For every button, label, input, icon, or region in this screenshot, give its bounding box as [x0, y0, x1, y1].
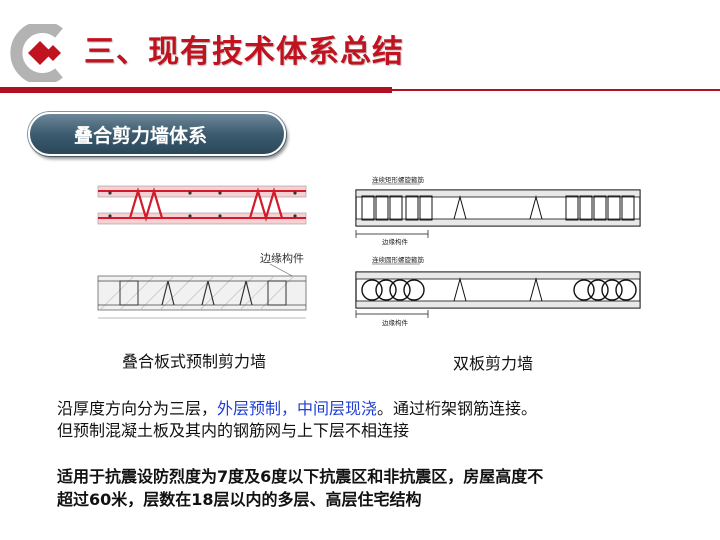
caption-right: 双板剪力墙 [453, 354, 534, 373]
title-rule-thin [392, 89, 720, 91]
bottom-dim-label: 边缘构件 [382, 318, 409, 327]
body-line-4: 超过60米，层数在18层以内的多层、高层住宅结构 [57, 490, 422, 509]
company-logo-icon [10, 24, 63, 82]
edge-member-annotation: 边缘构件 [260, 251, 304, 265]
title-rule-thick [0, 87, 392, 93]
top-dim-label: 边缘构件 [382, 237, 409, 246]
body-line-3: 适用于抗震设防烈度为7度及6度以下抗震区和非抗震区，房屋高度不 [57, 467, 544, 486]
section-label-text: 叠合剪力墙体系 [74, 124, 208, 147]
page-title: 三、现有技术体系总结 [84, 34, 404, 70]
body-line-1: 沿厚度方向分为三层，外层预制，中间层现浇。通过桁架钢筋连接。 [57, 398, 537, 420]
right-diagram-top: 连续矩形螺旋箍筋 边缘构件 [355, 175, 641, 246]
section-label: 叠合剪力墙体系 [28, 112, 286, 156]
caption-left: 叠合板式预制剪力墙 [122, 352, 267, 371]
left-diagram-panels [97, 185, 307, 225]
body-line-1-highlight: 外层预制，中间层现浇 [217, 399, 378, 418]
body-line-1-a: 沿厚度方向分为三层， [57, 399, 218, 418]
round-stirrup-label: 连续圆形螺旋箍筋 [372, 255, 425, 264]
body-line-1-c: 。通过桁架钢筋连接。 [377, 399, 538, 418]
right-diagram-bottom: 连续圆形螺旋箍筋 边缘构件 [355, 255, 641, 327]
left-diagram-wall: 边缘构件 [97, 251, 307, 319]
body-line-2: 但预制混凝土板及其内的钢筋网与上下层不相连接 [57, 421, 410, 440]
rect-stirrup-label: 连续矩形螺旋箍筋 [372, 175, 425, 184]
wall-diagrams: 边缘构件 连续矩形螺旋箍筋 边缘构件 [97, 175, 641, 327]
